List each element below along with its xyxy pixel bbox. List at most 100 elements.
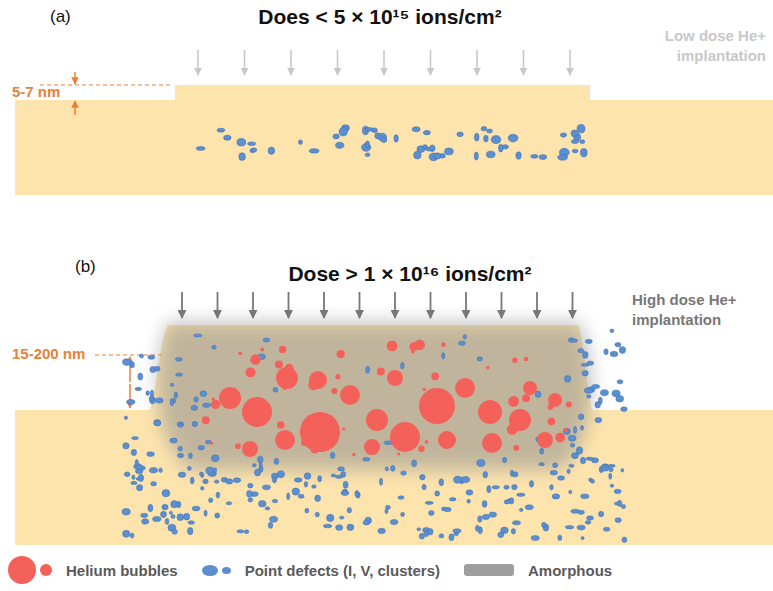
helium-bubble	[387, 340, 398, 351]
point-defect	[585, 521, 591, 525]
point-defect	[454, 476, 462, 483]
point-defect	[590, 479, 594, 483]
point-defect	[214, 480, 218, 483]
point-defect	[292, 488, 300, 495]
point-defect	[211, 455, 219, 462]
swatch-shape	[202, 565, 218, 576]
label: Low dose He+ implantation	[594, 26, 766, 65]
point-defect	[475, 525, 479, 531]
point-defect	[512, 484, 518, 489]
point-defect	[149, 468, 157, 473]
point-defect	[474, 133, 479, 141]
point-defect	[578, 349, 584, 353]
point-defect	[170, 400, 173, 406]
legend-text: Amorphous	[528, 562, 612, 579]
label: Dose > 1 × 10¹⁶ ions/cm²	[240, 260, 580, 287]
point-defect	[610, 351, 618, 356]
point-defect	[127, 400, 135, 405]
point-defect	[385, 467, 388, 471]
helium-bubble	[277, 421, 285, 429]
point-defect	[206, 467, 214, 474]
point-defect	[394, 135, 398, 142]
point-defect	[519, 508, 523, 511]
point-defect	[379, 478, 382, 485]
point-defect	[162, 489, 170, 496]
point-defect	[188, 453, 192, 459]
point-defect	[170, 438, 177, 443]
ion-arrow	[501, 292, 503, 318]
point-defect	[576, 447, 582, 454]
point-defect	[587, 516, 594, 520]
ion-arrow	[217, 292, 219, 318]
point-defect	[603, 527, 610, 531]
point-defect	[193, 334, 201, 337]
point-defect	[510, 498, 514, 504]
point-defect	[517, 493, 525, 496]
ion-arrow	[197, 50, 199, 75]
helium-bubble	[537, 432, 553, 448]
helium-bubble	[438, 431, 456, 449]
point-defect	[172, 529, 177, 534]
swatch-shape	[464, 564, 514, 576]
point-defect	[187, 527, 193, 534]
point-defect	[190, 477, 194, 484]
point-defect	[165, 518, 169, 524]
helium-bubble	[301, 439, 308, 446]
point-defect	[580, 426, 583, 431]
point-defect	[483, 471, 488, 478]
point-defect	[298, 140, 302, 144]
point-defect	[339, 516, 344, 519]
point-defect	[412, 460, 417, 467]
point-defect	[542, 522, 547, 527]
point-defect	[161, 511, 167, 517]
helium-bubble	[431, 372, 439, 380]
point-defect	[274, 458, 279, 464]
point-defect	[412, 127, 420, 132]
point-defect	[178, 446, 183, 451]
point-defect	[422, 484, 426, 489]
point-defect	[248, 142, 256, 146]
helium-bubble	[548, 418, 556, 426]
point-defect	[184, 513, 190, 520]
dim-line	[95, 354, 165, 355]
point-defect	[610, 484, 614, 487]
helium-bubble	[425, 440, 429, 444]
point-defect	[525, 505, 533, 510]
label-holder: Low dose He+ implantation	[594, 26, 766, 65]
point-defect	[498, 144, 503, 152]
point-defect	[226, 479, 233, 484]
point-defect	[213, 468, 216, 473]
point-defect	[132, 437, 139, 440]
ion-arrow	[181, 292, 183, 318]
point-defect	[560, 133, 566, 137]
helium-bubble	[260, 347, 264, 351]
point-defect	[401, 362, 405, 369]
helium-bubble	[352, 453, 355, 456]
point-defect	[154, 366, 160, 371]
point-defect	[401, 512, 405, 516]
point-defect	[365, 141, 369, 148]
point-defect	[622, 537, 627, 542]
helium-bubble	[397, 453, 400, 456]
helium-bubble	[211, 400, 220, 409]
point-defect	[600, 390, 608, 396]
point-defect	[616, 395, 624, 402]
point-defect	[489, 512, 497, 517]
point-defect	[595, 417, 602, 422]
point-defect	[323, 524, 332, 528]
point-defect	[262, 485, 270, 490]
point-defect	[609, 473, 612, 479]
label: (a)	[50, 6, 90, 28]
point-defect	[529, 481, 533, 488]
point-defect	[336, 142, 344, 148]
helium-bubble	[242, 441, 258, 457]
point-defect	[226, 502, 232, 505]
point-defect	[327, 514, 334, 521]
point-defect	[378, 528, 386, 533]
point-defect	[398, 496, 404, 499]
helium-bubble	[377, 367, 385, 375]
point-defect	[482, 500, 487, 507]
point-defect	[401, 471, 407, 475]
point-defect	[571, 130, 578, 137]
point-defect	[614, 489, 621, 493]
